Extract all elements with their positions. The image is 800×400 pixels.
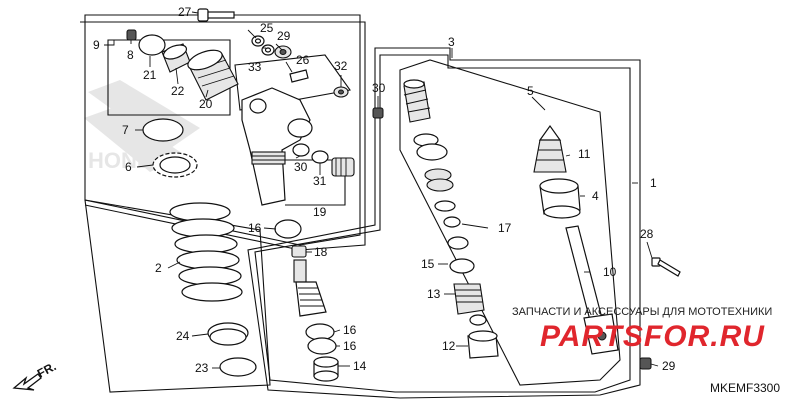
callout-26: 25 (260, 21, 274, 35)
part-26-washer (251, 35, 265, 47)
callout-28: 27 (178, 5, 192, 19)
frame-item-27 (234, 54, 351, 111)
front-direction-marker: FR. (12, 359, 58, 391)
part-19-nut (291, 245, 307, 258)
part-31-bushing (274, 45, 292, 59)
callout-6: 6 (125, 160, 132, 174)
callout-21: 20 (199, 97, 213, 111)
part-30-nut-top (372, 107, 384, 119)
callout-16-b: 16 (343, 339, 357, 353)
callout-33: 31 (313, 174, 327, 188)
parts (126, 8, 681, 382)
part-35-nut (261, 44, 275, 56)
part-23-cap (161, 43, 191, 73)
callout-labels: 27 25 29 33 9 8 21 22 20 26 32 30 7 6 30… (93, 5, 676, 375)
callout-12: 12 (442, 339, 456, 353)
part-30-nut-bottom (639, 357, 652, 370)
frame-item-5 (399, 59, 621, 386)
callout-27: 26 (296, 53, 310, 67)
callout-23: 22 (171, 84, 185, 98)
callout-24: 23 (195, 361, 209, 375)
callout-18: 17 (498, 221, 512, 235)
callout-30-top: 30 (372, 81, 386, 95)
part-24-stopper-ring (219, 357, 257, 377)
callout-3: 3 (448, 35, 455, 49)
part-7-stop-ring (142, 118, 184, 142)
part-27-label (289, 69, 309, 83)
callout-7: 7 (122, 123, 129, 137)
part-33-oring (311, 150, 329, 164)
part-3-bumper-stack (403, 79, 499, 359)
callout-8: 8 (127, 48, 134, 62)
callout-11: 11 (578, 147, 591, 161)
part-22-oring (138, 34, 166, 56)
group-frames (80, 14, 641, 399)
watermark: ЗАПЧАСТИ И АКСЕССУАРЫ ДЛЯ МОТОТЕХНИКИ PA… (512, 306, 772, 353)
part-valve (331, 157, 355, 177)
part-2-spring (169, 202, 243, 302)
callout-14: 14 (353, 359, 367, 373)
part-shock-body (241, 87, 313, 206)
part-25-spring-seat (207, 322, 249, 346)
part-29-bolt (651, 257, 681, 277)
frame-item-1 (247, 47, 641, 399)
callout-10: 10 (603, 265, 617, 279)
part-17-oring (274, 219, 302, 239)
watermark-logo: PARTSFOR.RU (540, 320, 765, 353)
callout-4: 4 (592, 189, 599, 203)
callout-13: 13 (427, 287, 441, 301)
part-11-bump-rubber (533, 124, 567, 173)
callout-30-bottom: 29 (662, 359, 676, 373)
callout-22: 21 (143, 68, 157, 82)
callout-17: 16 (248, 221, 262, 235)
part-10-rod (565, 225, 619, 355)
part-32-oring (292, 143, 310, 157)
callout-31: 29 (277, 29, 291, 43)
callout-20: 19 (313, 205, 327, 219)
callout-1: 1 (650, 176, 657, 190)
callout-16-a: 16 (343, 323, 357, 337)
part-21-reservoir (187, 49, 239, 101)
callout-34: 32 (334, 59, 348, 73)
callout-19: 18 (314, 245, 328, 259)
callout-5: 5 (527, 84, 534, 98)
callout-35: 33 (248, 60, 262, 74)
callout-32: 30 (294, 160, 308, 174)
diagram-code: MKEMF3300 (710, 381, 780, 395)
frame-damper-group (80, 21, 366, 251)
part-28-bolt (197, 8, 235, 22)
part-damper-assembly (293, 259, 327, 317)
callout-15: 15 (421, 257, 435, 271)
callout-9: 9 (93, 38, 100, 52)
frame-item-9 (107, 39, 231, 116)
part-34-bushing (333, 86, 349, 98)
part-16-washer-b (307, 337, 337, 355)
part-6-lock-nut (152, 152, 198, 178)
leader-lines (104, 11, 659, 369)
frame-shock-body-group (84, 14, 361, 246)
watermark-caption: ЗАПЧАСТИ И АКСЕССУАРЫ ДЛЯ МОТОТЕХНИКИ (512, 306, 772, 318)
part-4-cap (539, 178, 581, 219)
callout-2: 2 (155, 261, 162, 275)
frame-item-3 (254, 54, 631, 393)
part-14-bushing (313, 356, 339, 382)
callout-29: 28 (640, 227, 654, 241)
callout-25: 24 (176, 329, 190, 343)
part-8-nut (126, 29, 137, 41)
